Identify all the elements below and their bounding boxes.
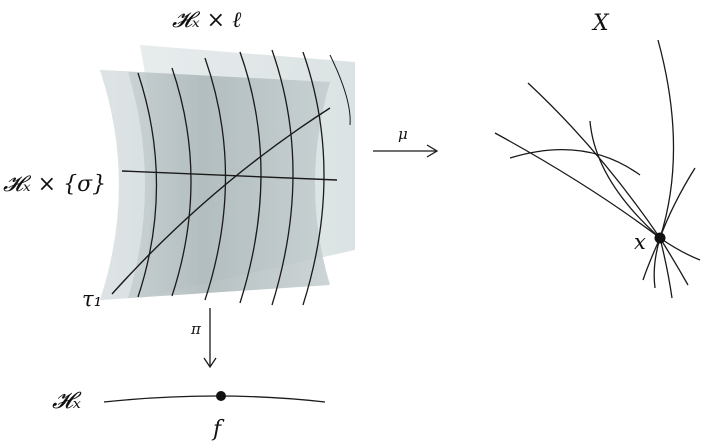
product-surface bbox=[100, 45, 355, 306]
x-label: x bbox=[634, 230, 646, 254]
front-sheet bbox=[100, 70, 330, 300]
curves-through-x bbox=[494, 39, 701, 299]
mu-arrow bbox=[373, 144, 439, 158]
fibre-arc bbox=[302, 51, 325, 306]
section-label: 𝓗ₓ × {σ} bbox=[3, 172, 106, 197]
fibre-arc bbox=[171, 67, 192, 297]
hx-curve bbox=[103, 395, 326, 403]
section-line bbox=[121, 170, 338, 181]
fibre-arc bbox=[137, 72, 158, 298]
point-f bbox=[216, 391, 226, 401]
product-label: 𝓗ₓ × ℓ bbox=[172, 8, 242, 33]
fibre-arc bbox=[271, 49, 294, 306]
point-x bbox=[654, 232, 666, 244]
tau-curve bbox=[111, 107, 331, 295]
tau-label: τ₁ bbox=[82, 287, 102, 311]
X-label: X bbox=[591, 11, 610, 36]
fibre-arc bbox=[329, 54, 351, 126]
mu-label: μ bbox=[398, 125, 408, 143]
pi-label: π bbox=[190, 320, 202, 338]
fibre-arc bbox=[204, 57, 227, 301]
hx-label: 𝓗ₓ bbox=[52, 388, 82, 414]
pi-arrow bbox=[203, 308, 217, 369]
fibre-arc bbox=[239, 51, 262, 304]
f-label: f bbox=[211, 417, 225, 441]
left-shade bbox=[100, 70, 145, 300]
